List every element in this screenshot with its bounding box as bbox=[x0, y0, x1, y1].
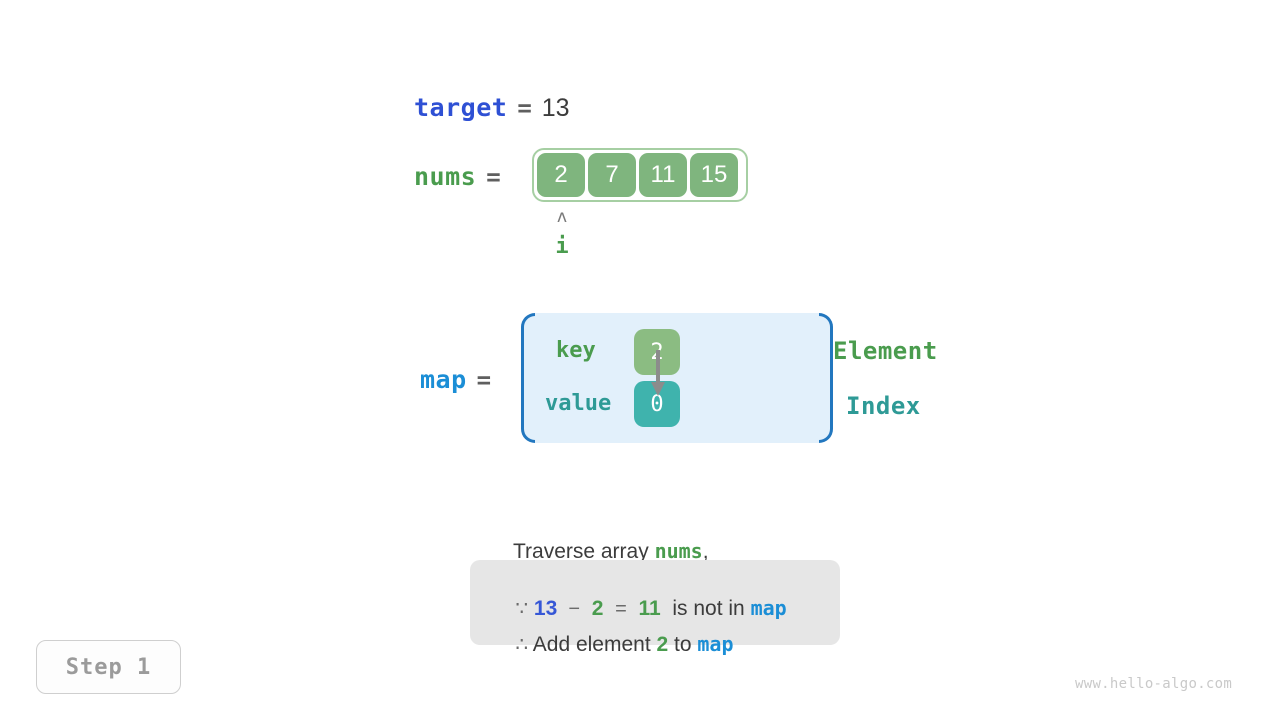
map-row-label: map = bbox=[420, 365, 501, 394]
index-pointer-caret-icon: ʌ bbox=[556, 207, 568, 227]
map-variable-name: map bbox=[420, 365, 467, 394]
explanation-line-1: ∵ 13 − 2 = 11 is not in map bbox=[492, 572, 787, 645]
map-value-label: value bbox=[545, 391, 612, 416]
step-badge: Step 1 bbox=[36, 640, 181, 694]
map-bracket-right-icon bbox=[819, 313, 833, 443]
explanation-added-element: 2 bbox=[656, 633, 669, 656]
array-cell-1: 7 bbox=[588, 153, 636, 197]
target-row: target = 13 bbox=[414, 93, 570, 123]
target-variable-name: target bbox=[414, 93, 508, 122]
explanation-operand-element: 2 bbox=[591, 597, 604, 620]
array-cell-2: 11 bbox=[639, 153, 687, 197]
array-cell-3: 15 bbox=[690, 153, 738, 197]
explanation-minus-sign: − bbox=[568, 598, 581, 620]
explanation-result: 11 bbox=[638, 597, 661, 620]
explanation-box bbox=[470, 560, 840, 645]
nums-equals-sign: = bbox=[486, 163, 501, 191]
index-pointer-label: i bbox=[555, 234, 569, 259]
explanation-add-mid: to bbox=[668, 633, 698, 656]
because-symbol-icon: ∵ bbox=[515, 598, 529, 620]
map-key-label: key bbox=[556, 338, 596, 363]
map-legend-element: Element bbox=[833, 337, 938, 365]
target-value: 13 bbox=[541, 94, 570, 122]
caption-suffix: , bbox=[702, 540, 709, 563]
caption-text: Traverse array nums, bbox=[490, 515, 709, 588]
therefore-symbol-icon: ∴ bbox=[515, 634, 529, 656]
nums-variable-name: nums bbox=[414, 162, 477, 191]
nums-row-label: nums = bbox=[414, 162, 511, 191]
explanation-tail-text: is not in bbox=[672, 597, 751, 620]
map-legend-index: Index bbox=[846, 392, 921, 420]
explanation-add-lead: Add element bbox=[532, 633, 657, 656]
map-bracket-left-icon bbox=[521, 313, 535, 443]
array-cell-0: 2 bbox=[537, 153, 585, 197]
explanation-line-2: ∴ Add element 2 to map bbox=[492, 608, 734, 681]
target-equals-sign: = bbox=[517, 94, 532, 122]
map-key-cell: 2 bbox=[634, 329, 680, 375]
map-equals-sign: = bbox=[476, 366, 492, 394]
map-value-cell: 0 bbox=[634, 381, 680, 427]
nums-array: 2 7 11 15 bbox=[532, 148, 748, 202]
explanation-map-token-2: map bbox=[697, 632, 734, 656]
watermark: www.hello-algo.com bbox=[1075, 676, 1233, 692]
explanation-operand-target: 13 bbox=[533, 597, 558, 620]
explanation-map-token-1: map bbox=[750, 596, 787, 620]
caption-prefix: Traverse array bbox=[512, 540, 655, 563]
caption-nums-token: nums bbox=[654, 539, 703, 563]
explanation-equals-sign: = bbox=[615, 598, 627, 620]
